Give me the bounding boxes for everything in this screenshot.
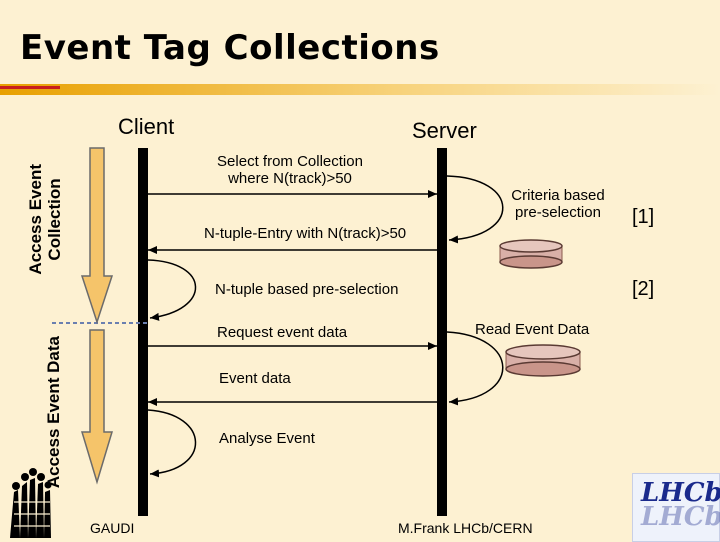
- criteria-disk-icon: [499, 239, 563, 269]
- criteria-loop: [446, 175, 504, 244]
- client-lifeline: [138, 148, 148, 516]
- read-label: Read Event Data: [475, 321, 590, 338]
- read-loop: [446, 331, 504, 406]
- ref-2: [2]: [632, 278, 655, 300]
- server-lifeline: [437, 148, 447, 516]
- client-label: Client: [118, 114, 175, 139]
- header-band: [0, 84, 720, 95]
- slide-title: Event Tag Collections: [20, 28, 440, 68]
- criteria-label: Criteria based pre-selection: [511, 187, 605, 221]
- footer-author: M.Frank LHCb/CERN: [398, 520, 533, 536]
- analyse-label: Analyse Event: [219, 430, 315, 447]
- lhcb-logo-icon: LHCb LHCb: [632, 473, 720, 542]
- event-disk-icon: [505, 344, 581, 377]
- collection-phase-label: Access Event Collection: [26, 164, 64, 275]
- server-label: Server: [412, 118, 477, 143]
- data-phase-arrow: [80, 329, 114, 485]
- ref-1: [1]: [632, 206, 655, 228]
- select-label: Select from Collection where N(track)>50: [217, 153, 363, 187]
- cern-people-logo-icon: [10, 468, 52, 538]
- request-label: Request event data: [217, 324, 348, 341]
- ntuple-preselection-label: N-tuple based pre-selection: [215, 281, 399, 298]
- collection-phase-arrow: [80, 147, 114, 325]
- event-data-label: Event data: [219, 370, 291, 387]
- ntuple-preselection-loop: [147, 259, 197, 321]
- footer-gaudi: GAUDI: [90, 520, 135, 536]
- ntuple-entry-label: N-tuple-Entry with N(track)>50: [204, 225, 407, 242]
- analyse-loop: [147, 409, 197, 478]
